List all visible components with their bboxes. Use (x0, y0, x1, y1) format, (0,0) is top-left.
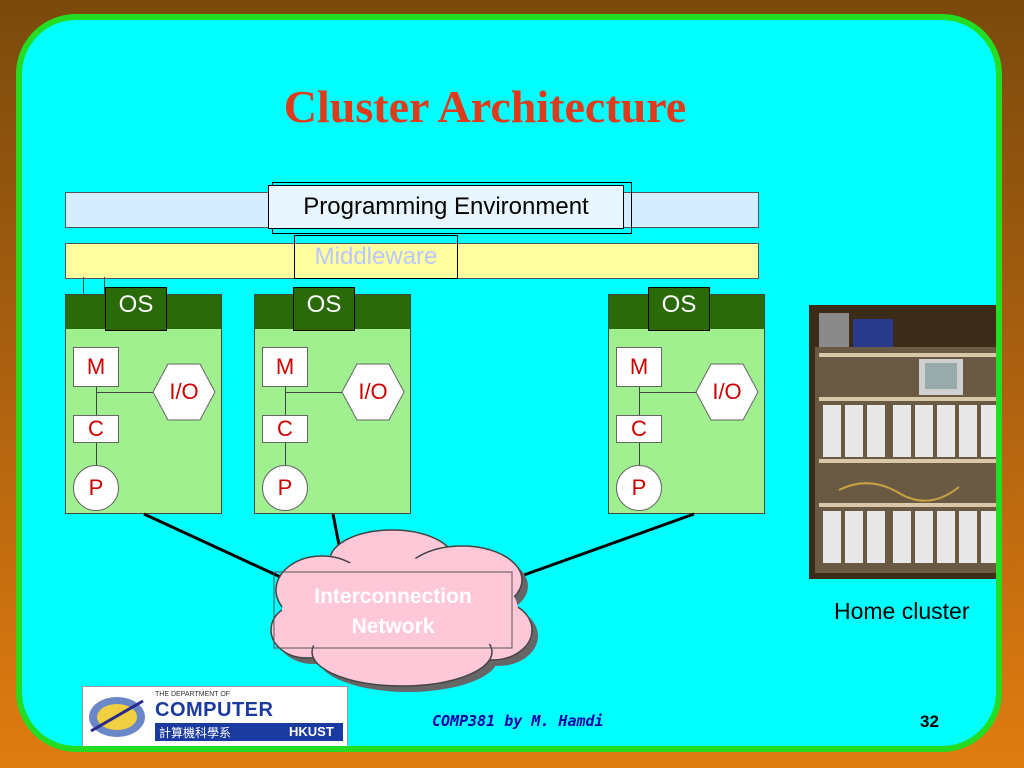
processor-circle: P (73, 465, 119, 511)
middleware-connector (104, 277, 105, 295)
node-1-link (143, 512, 301, 588)
io-label: I/O (712, 379, 742, 404)
processor-circle: P (616, 465, 662, 511)
io-hexagon: I/O (695, 363, 759, 421)
server-rack-icon (809, 305, 996, 579)
os-label: OS (105, 287, 167, 331)
processor-circle: P (262, 465, 308, 511)
photo-caption: Home cluster (834, 598, 970, 624)
network-text-frame (273, 571, 513, 649)
cluster-node-2: OS M I/O C P (254, 287, 411, 514)
hexagon-icon (152, 363, 216, 421)
network-line-1: Interconnection (314, 585, 472, 608)
logo-small-text: THE DEPARTMENT OF (155, 691, 231, 698)
cluster-node-3: OS M I/O C P (608, 287, 765, 514)
page-number: 32 (920, 712, 939, 731)
io-label: I/O (358, 379, 388, 404)
bus-line (96, 392, 156, 393)
cache-box: C (616, 415, 662, 443)
network-line-2: Network (351, 615, 435, 638)
cluster-node-1: OS M I/O C P (65, 287, 222, 514)
programming-environment-label: Programming Environment (268, 185, 624, 229)
middleware-label: Middleware (294, 235, 458, 279)
slide: Cluster Architecture Programming Environ… (16, 14, 1002, 752)
cache-box: C (73, 415, 119, 443)
os-label: OS (648, 287, 710, 331)
logo-school-text: HKUST (289, 724, 334, 739)
hexagon-icon (341, 363, 405, 421)
io-label: I/O (169, 379, 199, 404)
cache-box: C (262, 415, 308, 443)
io-hexagon: I/O (152, 363, 216, 421)
logo-band (155, 723, 343, 741)
memory-box: M (73, 347, 119, 387)
bus-line (285, 392, 345, 393)
logo-chinese-text: 計算機科學系 (159, 726, 232, 740)
os-label: OS (293, 287, 355, 331)
footer-credit: COMP381 by M. Hamdi (432, 712, 604, 730)
memory-box: M (262, 347, 308, 387)
home-cluster-photo (809, 305, 996, 579)
io-hexagon: I/O (341, 363, 405, 421)
middleware-bar (65, 243, 759, 279)
middleware-connector (83, 277, 84, 295)
department-logo-icon (89, 697, 145, 737)
network-diagram (143, 512, 695, 692)
slide-title: Cluster Architecture (283, 81, 687, 132)
interconnection-network-label: Interconnection Network (284, 582, 502, 642)
bus-line (639, 392, 699, 393)
hexagon-icon (695, 363, 759, 421)
node-3-link (509, 512, 695, 582)
memory-box: M (616, 347, 662, 387)
hkust-cs-logo: THE DEPARTMENT OF COMPUTER SCIENCE 計算機科學… (82, 686, 348, 746)
